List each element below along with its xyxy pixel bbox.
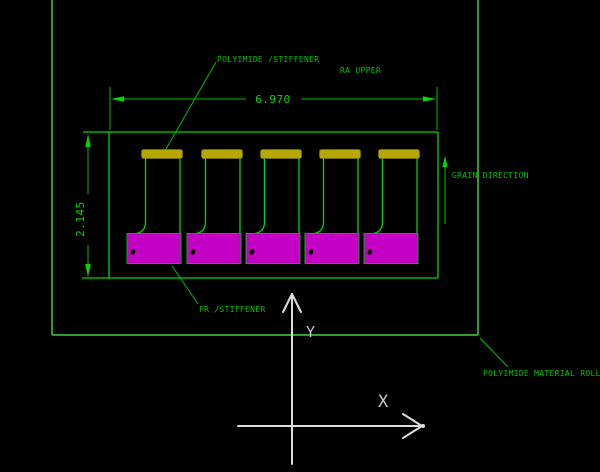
circuit-fingers (126, 148, 421, 265)
x-axis (237, 413, 425, 439)
grain-direction-arrow (442, 156, 448, 224)
width-dimension: 6.970 (109, 87, 438, 130)
upper-right-label: RA UPPER (340, 66, 381, 75)
bottom-component-label: FR /STIFFENER (199, 305, 266, 314)
circuit-finger (126, 148, 184, 265)
material-roll-label: POLYIMIDE MATERIAL ROLL (483, 369, 600, 378)
circuit-finger (245, 148, 303, 265)
top-component-label: POLYIMIDE /STIFFENER (217, 55, 319, 64)
leader-line-bottom (171, 265, 199, 305)
height-dimension-value: 2.145 (74, 201, 87, 237)
y-axis (282, 293, 302, 465)
height-dimension: 2.145 (74, 134, 91, 277)
circuit-finger (304, 148, 362, 265)
material-roll-outline (51, 0, 479, 336)
leader-line-roll (479, 337, 509, 368)
part-panel-outline (82, 131, 439, 279)
circuit-finger (186, 148, 244, 265)
grain-direction-label: GRAIN DIRECTION (452, 171, 529, 180)
y-axis-label: Y (306, 323, 315, 341)
x-axis-label: X (378, 392, 389, 412)
leader-line-top (165, 61, 217, 150)
width-dimension-value: 6.970 (255, 93, 291, 106)
circuit-finger (363, 148, 421, 265)
